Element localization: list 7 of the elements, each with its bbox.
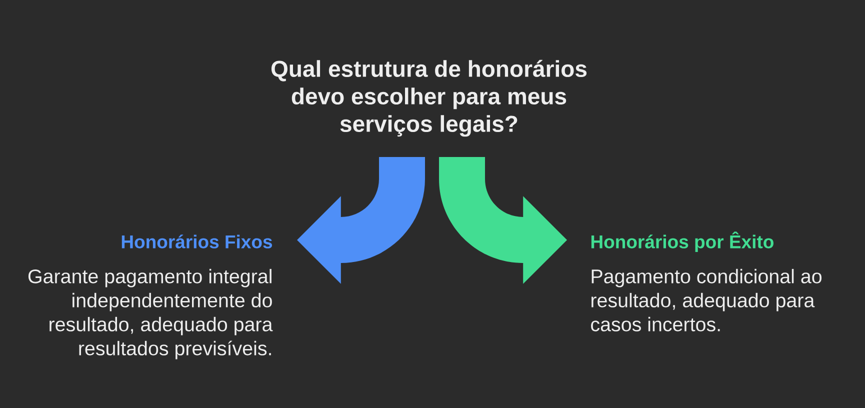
option-description: Garante pagamento integral independentemente do resultado, adequado para resultados previsíveis.	[28, 268, 273, 360]
question-text: Qual estrutura de honorários devo escolher para meus serviços legais?	[271, 60, 587, 137]
option-description: Pagamento condicional ao resultado, adequado para casos incertos.	[591, 268, 822, 332]
curved-arrow	[439, 157, 567, 284]
option-title: Honorários por Êxito	[591, 232, 774, 252]
option-title: Honorários Fixos	[122, 234, 272, 248]
curved-arrow	[297, 157, 425, 284]
